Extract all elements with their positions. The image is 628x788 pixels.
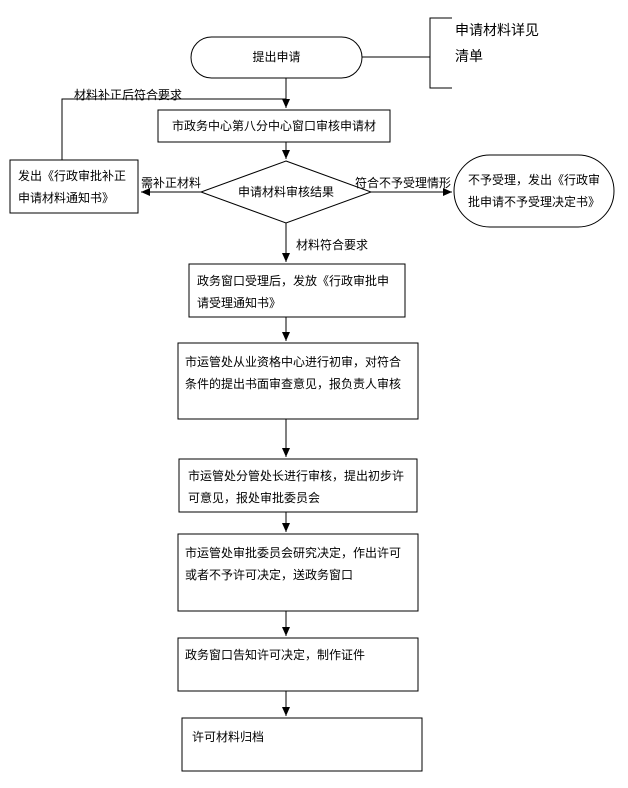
step7-shape xyxy=(181,717,423,772)
right-box-line-2: 批申请不予受理决定书》 xyxy=(468,195,601,209)
note-line-1: 申请材料详见 xyxy=(455,23,539,39)
note-line-2: 清单 xyxy=(455,49,483,65)
left-box-line-2: 申请材料通知书》 xyxy=(18,191,115,205)
loop-back-label: 材料补正后符合要求 xyxy=(74,88,183,102)
step5-line-2: 或者不予许可决定，送政务窗口 xyxy=(185,568,354,582)
step3-line-1: 市运管处从业资格中心进行初审，对符合 xyxy=(185,355,402,369)
step6-label: 政务窗口告知许可决定，制作证件 xyxy=(185,648,366,662)
step7-label: 许可材料归档 xyxy=(192,730,265,744)
step5-line-1: 市运管处审批委员会研究决定，作出许可 xyxy=(185,546,402,560)
start-label: 提出申请 xyxy=(252,50,301,64)
left-box-line-1: 发出《行政审批补正 xyxy=(18,169,127,183)
down-branch-label: 材料符合要求 xyxy=(296,238,369,252)
right-box-shape xyxy=(453,154,615,228)
step6-shape xyxy=(177,637,419,692)
step2-line-2: 请受理通知书》 xyxy=(197,296,282,310)
step4-line-1: 市运管处分管处长进行审核，提出初步许 xyxy=(188,469,405,483)
step4-line-2: 可意见，报处审批委员会 xyxy=(188,491,321,505)
step4-shape xyxy=(178,458,418,513)
left-branch-label: 需补正材料 xyxy=(141,176,202,190)
loop-back-line xyxy=(61,98,286,160)
step1-label: 市政务中心第八分中心窗口审核申请材 xyxy=(171,119,376,133)
right-box-line-1: 不予受理，发出《行政审 xyxy=(468,173,601,187)
step2-shape xyxy=(188,263,406,318)
step5-shape xyxy=(177,533,419,612)
decision-label: 申请材料审核结果 xyxy=(237,185,334,199)
step2-line-1: 政务窗口受理后，发放《行政审批申 xyxy=(197,274,390,288)
step3-shape xyxy=(177,342,419,420)
step1-shape xyxy=(157,109,391,143)
note-bracket xyxy=(429,17,452,89)
right-branch-label: 符合不予受理情形 xyxy=(355,176,452,190)
step3-line-2: 条件的提出书面审查意见，报负责人审核 xyxy=(185,377,402,391)
left-box-shape xyxy=(9,159,139,214)
